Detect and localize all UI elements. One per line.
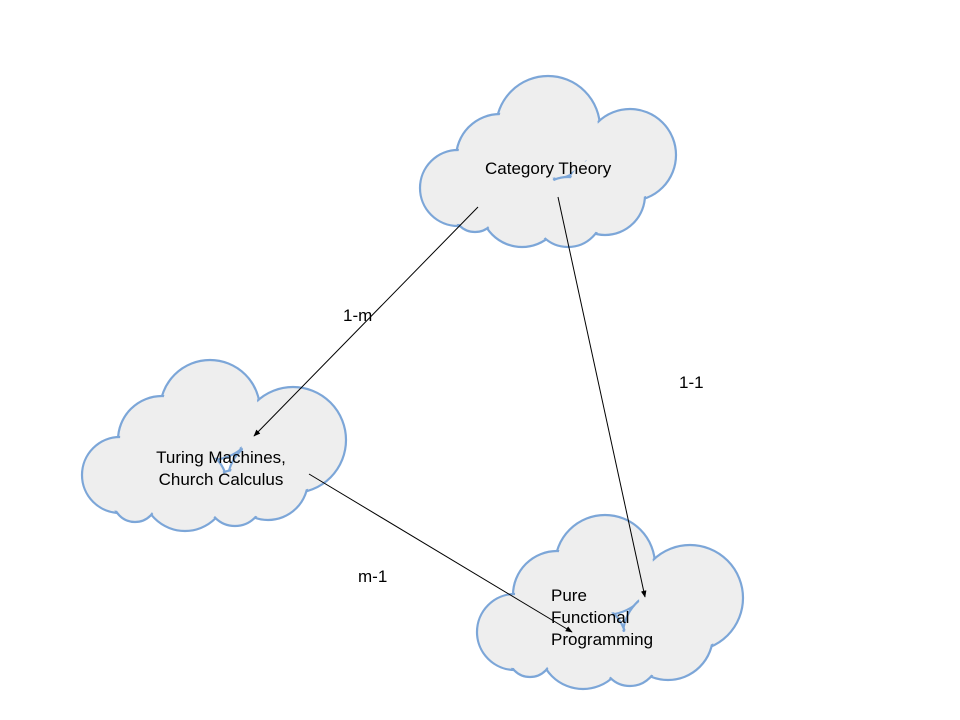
node-label-turing-line1: Turing Machines, xyxy=(156,448,286,467)
node-label-category-theory: Category Theory xyxy=(485,159,612,178)
edge-label-many-to-one: m-1 xyxy=(358,567,388,586)
cloud-turing-machines[interactable] xyxy=(80,358,348,533)
edge-category-to-pure-fp xyxy=(557,196,647,598)
node-label-pure-line3: Programming xyxy=(551,630,654,649)
cloud-pure-functional-programming[interactable] xyxy=(475,513,745,691)
edge-category-to-turing xyxy=(253,206,479,437)
node-label-pure-line2: Functional xyxy=(551,608,630,627)
cloud-category-theory[interactable] xyxy=(418,74,678,249)
node-label-turing-machines: Turing Machines, Church Calculus xyxy=(146,447,296,491)
node-label-pure-functional-programming: Pure Functional Programming xyxy=(551,585,653,651)
node-label-pure-line1: Pure xyxy=(551,586,587,605)
edge-label-one-to-one: 1-1 xyxy=(679,373,704,392)
node-label-turing-line2: Church Calculus xyxy=(158,470,284,489)
edge-turing-to-pure-fp xyxy=(308,473,573,633)
edge-label-one-to-many: 1-m xyxy=(343,306,373,325)
